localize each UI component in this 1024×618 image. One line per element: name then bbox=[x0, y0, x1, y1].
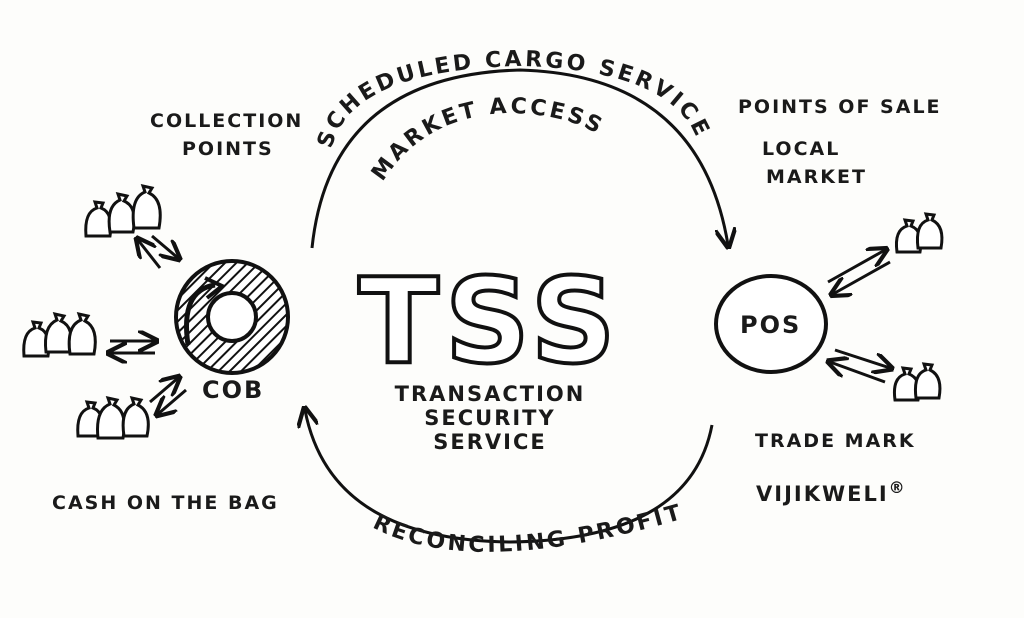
vijikweli-trademark: VIJIKWELI® bbox=[756, 478, 907, 506]
collection-points-line2: POINTS bbox=[182, 138, 274, 160]
pos-node-label: POS bbox=[740, 311, 802, 339]
tss-acronym: TSS bbox=[358, 252, 621, 390]
vijikweli-name: VIJIKWELI bbox=[756, 482, 889, 506]
market-access-label: MARKET ACCESS bbox=[367, 94, 608, 186]
collection-points-line1: COLLECTION bbox=[150, 110, 304, 132]
top-arc-arrow bbox=[310, 68, 728, 248]
bottom-arc-arrow bbox=[305, 410, 714, 544]
bag-cluster-bottom-right-icon bbox=[893, 362, 942, 402]
tss-subtitle-line1: TRANSACTION bbox=[394, 382, 586, 406]
arrows-top-left bbox=[138, 236, 178, 269]
arrows-top-right bbox=[828, 250, 890, 294]
tss-subtitle-line3: SERVICE bbox=[433, 430, 547, 454]
bag-cluster-top-left-icon bbox=[84, 183, 162, 238]
arrows-bottom-left bbox=[149, 378, 187, 414]
trademark-label: TRADE MARK bbox=[755, 430, 916, 452]
bag-cluster-bottom-left-icon bbox=[76, 395, 150, 440]
cob-node-icon bbox=[174, 259, 290, 375]
local-market-line1: LOCAL bbox=[762, 138, 841, 160]
arrows-mid-left bbox=[110, 341, 155, 353]
tss-subtitle-line2: SECURITY bbox=[424, 406, 556, 430]
local-market-line2: MARKET bbox=[766, 166, 867, 188]
reconciling-profit-label: RECONCILING PROFIT bbox=[369, 500, 686, 558]
arrows-bottom-right bbox=[830, 348, 890, 384]
registered-mark: ® bbox=[888, 478, 907, 497]
cob-node-label: COB bbox=[202, 376, 265, 404]
cash-on-the-bag-caption: CASH ON THE BAG bbox=[52, 492, 279, 514]
bag-cluster-top-right-icon bbox=[895, 212, 944, 254]
pos-node-circle bbox=[714, 274, 828, 374]
bag-cluster-mid-left-icon bbox=[22, 311, 97, 358]
points-of-sale-label: POINTS OF SALE bbox=[738, 96, 942, 118]
